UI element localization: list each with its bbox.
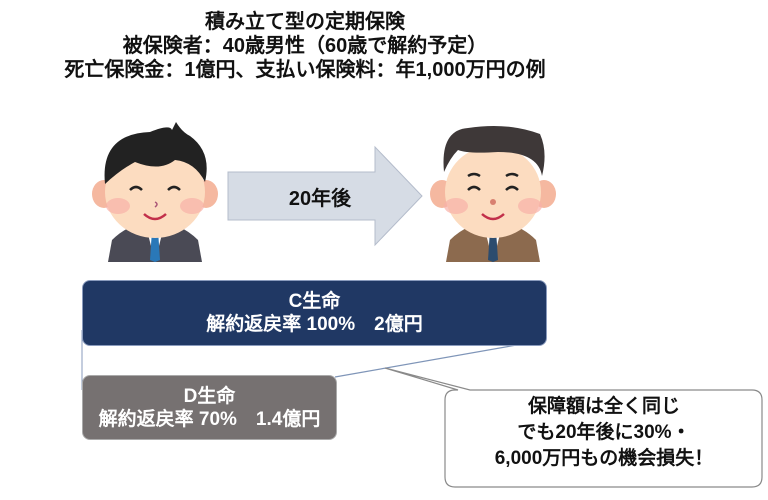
callout-bubble [384, 367, 763, 488]
callout-text: 保障額は全く同じ でも20年後に30%・ 6,000万円もの機会損失！ [446, 394, 762, 472]
company-d-detail: 解約返戻率 70% 1.4億円 [98, 408, 321, 430]
company-d-box: D生命 解約返戻率 70% 1.4億円 [82, 375, 337, 440]
premium-info: 死亡保険金：1億円、支払い保険料：年1,000万円の例 [64, 59, 546, 81]
older-man-icon [430, 126, 556, 262]
comparison-line [334, 339, 546, 378]
company-d-name: D生命 [183, 385, 236, 407]
diagram-title: 積み立て型の定期保険 [205, 11, 405, 33]
insured-info: 被保険者：40歳男性（60歳で解約予定） [122, 35, 488, 57]
company-c-detail: 解約返戻率 100% 2億円 [206, 314, 423, 335]
callout-line-3: 6,000万円もの機会損失！ [494, 448, 714, 469]
callout-line-2: でも20年後に30%・ [517, 422, 691, 443]
callout-line-1: 保障額は全く同じ [527, 396, 680, 417]
arrow-right-icon [227, 145, 423, 247]
company-c-box: C生命 解約返戻率 100% 2億円 [82, 280, 547, 346]
company-c-name: C生命 [288, 291, 341, 312]
arrow-label: 20年後 [288, 188, 352, 210]
young-man-icon [92, 122, 218, 262]
